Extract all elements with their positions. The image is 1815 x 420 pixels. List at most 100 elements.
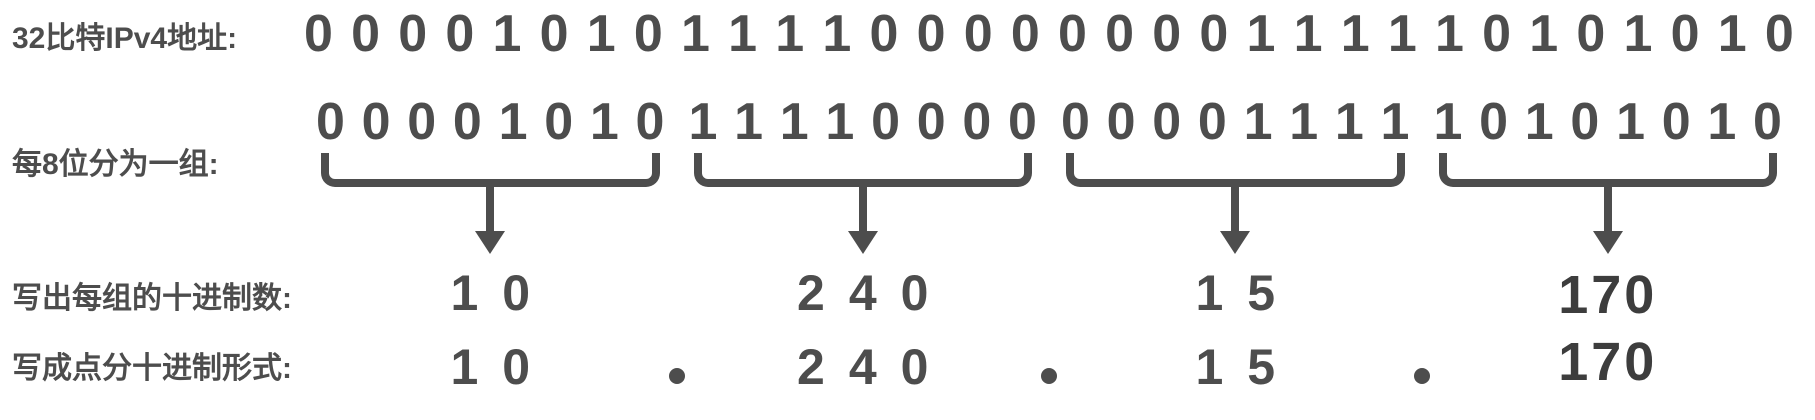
bit: 0 [635,93,665,151]
bit: 1 [775,5,805,63]
bit: 0 [1576,5,1606,63]
bit: 1 [1380,93,1410,151]
bit: 1 [589,93,619,151]
decimal-value: 10 [450,339,555,395]
bit: 0 [1106,93,1136,151]
bit: 0 [633,5,663,63]
down-arrowhead-icon [1220,231,1251,254]
down-arrowhead-icon [475,231,506,254]
bit: 0 [916,5,946,63]
bit: 0 [351,5,381,63]
decimal-values-row: 10 240 15 170 [304,268,1794,322]
bit: 0 [1010,5,1040,63]
bit: 0 [1482,5,1512,63]
bit: 0 [962,93,992,151]
bit: 1 [1707,93,1737,151]
bit: 0 [398,5,428,63]
bit: 1 [498,93,528,151]
bit: 1 [1433,93,1463,151]
decimal-cell: 170 [1422,335,1795,392]
bit: 0 [316,93,345,151]
down-arrowhead-icon [847,231,878,254]
bit: 0 [1752,93,1782,151]
bit: 1 [734,93,764,151]
bit: 1 [1289,93,1319,151]
decimal-value: 15 [1195,265,1300,321]
dot-separator [668,368,685,384]
bit: 0 [1570,93,1600,151]
bit: 0 [407,93,437,151]
group-bracket [321,153,660,187]
bit: 0 [544,93,574,151]
bit: 1 [1387,5,1417,63]
bit: 0 [1670,5,1700,63]
bit: 0 [1007,93,1037,151]
bit: 0 [1197,93,1227,151]
bit: 0 [539,5,569,63]
decimal-cell: 10 [304,342,677,392]
decimal-cell: 15 [1049,268,1422,322]
bit: 1 [1529,5,1559,63]
bit: 1 [779,93,809,151]
bit: 0 [445,5,475,63]
arrow-stem [1603,187,1612,231]
bit: 1 [681,5,710,63]
decimal-value: 240 [797,339,953,395]
group-bracket [1066,153,1405,187]
bit: 0 [1199,5,1229,63]
bit: 0 [963,5,993,63]
label-32bit-ipv4-address: 32比特IPv4地址: [12,22,238,55]
arrow-stem [1231,187,1240,231]
bit: 1 [1243,93,1273,151]
label-decimal-of-each-group: 写出每组的十进制数: [12,282,292,315]
bit: 1 [1717,5,1747,63]
bit: 0 [304,5,333,63]
bit: 1 [688,93,718,151]
bit: 0 [1058,5,1087,63]
decimal-value: 15 [1195,339,1300,395]
decimal-cell: 10 [304,268,677,322]
bit: 1 [1340,5,1370,63]
bit: 1 [1616,93,1645,151]
down-arrowhead-icon [1592,231,1623,254]
bit: 0 [1105,5,1135,63]
dot-separator [1413,368,1430,384]
bit: 0 [452,93,482,151]
bit: 0 [869,5,899,63]
bit: 0 [1061,93,1090,151]
bit: 0 [871,93,900,151]
decimal-value: 170 [1558,265,1658,325]
arrow-stem [858,187,867,231]
bit: 1 [492,5,522,63]
bit: 1 [1524,93,1554,151]
label-dotted-decimal-form: 写成点分十进制形式: [12,352,292,385]
bit: 0 [1152,5,1182,63]
arrow-stem [486,187,495,231]
bit: 1 [586,5,616,63]
dot-separator [1041,368,1057,384]
group-bracket [693,153,1032,187]
bit: 1 [1334,93,1364,151]
dotted-decimal-row: 10 240 15 170 [304,335,1795,395]
decimal-value: 240 [797,265,953,321]
bit: 1 [822,5,852,63]
decimal-value: 10 [450,265,555,321]
bit: 0 [1479,93,1509,151]
decimal-cell: 170 [1422,268,1795,322]
decimal-value: 170 [1558,332,1658,392]
decimal-cell: 240 [677,268,1050,322]
bit: 1 [728,5,758,63]
label-group-every-8-bits: 每8位分为一组: [12,148,219,181]
bit: 0 [916,93,946,151]
bit: 0 [361,93,391,151]
bit: 0 [1764,5,1794,63]
bit: 1 [1246,5,1276,63]
group-bracket [1438,153,1777,187]
